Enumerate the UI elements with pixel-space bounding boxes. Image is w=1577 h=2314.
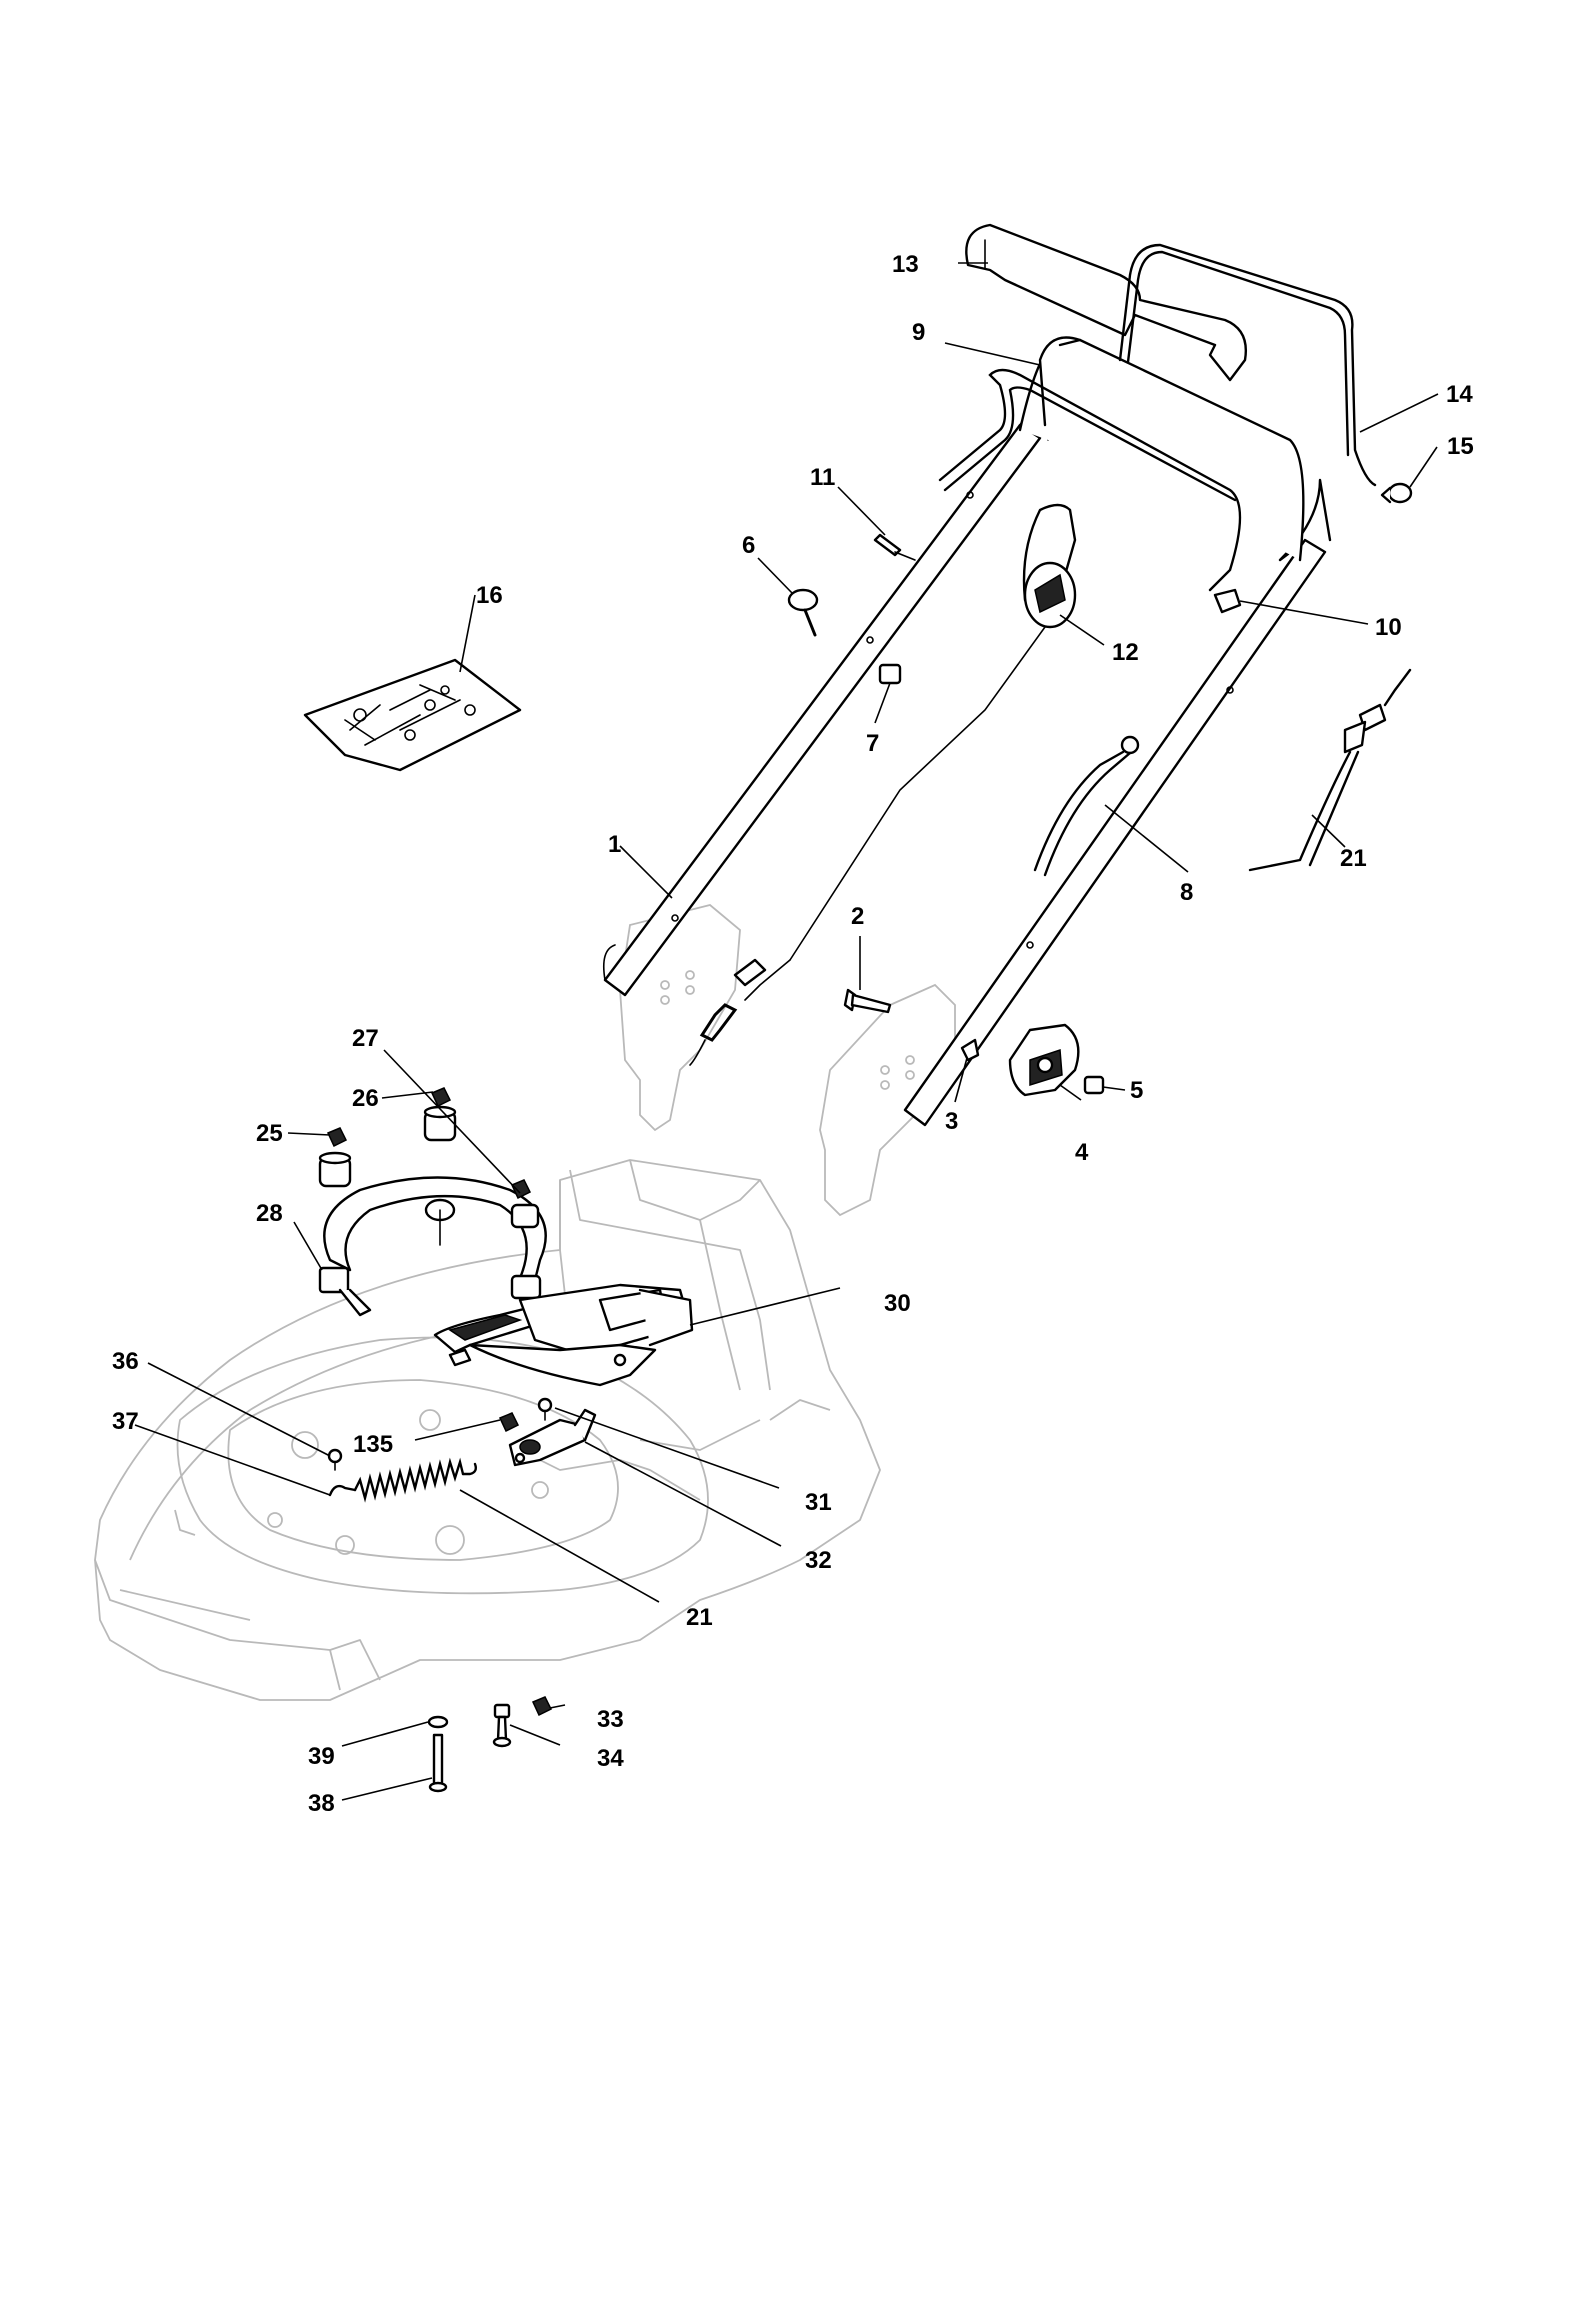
nut-33	[531, 1696, 553, 1717]
callout-13: 13	[892, 251, 919, 278]
callout-37: 37	[112, 1408, 139, 1435]
bail-wire	[938, 368, 1242, 592]
screw-36	[327, 1448, 343, 1471]
callout-14: 14	[1446, 381, 1473, 408]
spacer-27	[510, 1179, 540, 1229]
callout-38: 38	[308, 1790, 335, 1817]
screw-31	[537, 1397, 553, 1421]
callout-6: 6	[742, 532, 755, 559]
hardware-bag	[303, 658, 522, 772]
callout-9: 9	[912, 319, 925, 346]
callout-labels: 13 9 14 15 11 6 10 12 16 7 8 21 1 2 27 3…	[112, 251, 1474, 1817]
callout-15: 15	[1447, 433, 1474, 460]
knob-4	[1008, 1023, 1080, 1097]
callout-8: 8	[1180, 879, 1193, 906]
eyebolt-6	[787, 588, 819, 637]
cable-21-upper	[1248, 668, 1412, 872]
callout-25: 25	[256, 1120, 283, 1147]
knob-10	[1213, 588, 1242, 614]
cable-8	[1033, 735, 1140, 877]
callout-33: 33	[597, 1706, 624, 1733]
callout-12: 12	[1112, 639, 1139, 666]
leader-lines	[134, 262, 1439, 1801]
callout-28: 28	[256, 1200, 283, 1227]
screw-11	[873, 533, 916, 561]
bolt-38	[428, 1733, 448, 1793]
callout-30: 30	[884, 1290, 911, 1317]
handle-bracket-right-ghost	[819, 983, 956, 1217]
bail-loop	[1118, 243, 1377, 487]
lower-handle	[602, 412, 1327, 1127]
callout-21-upper: 21	[1340, 845, 1367, 872]
callout-2: 2	[851, 903, 864, 930]
callout-27: 27	[352, 1025, 379, 1052]
callout-36: 36	[112, 1348, 139, 1375]
callout-10: 10	[1375, 614, 1402, 641]
callout-4: 4	[1075, 1139, 1089, 1166]
nut-135	[498, 1412, 520, 1433]
callout-7: 7	[866, 730, 879, 757]
callout-5: 5	[1130, 1077, 1143, 1104]
callout-31: 31	[805, 1489, 832, 1516]
lever-cable	[689, 958, 791, 1066]
nut-5	[1083, 1075, 1105, 1095]
mower-deck-ghost	[94, 1159, 881, 1701]
bolt-2	[843, 988, 892, 1014]
callout-39: 39	[308, 1743, 335, 1770]
spacer-25	[326, 1127, 348, 1148]
washer-39	[427, 1715, 449, 1729]
callout-16: 16	[476, 582, 503, 609]
nut-7	[878, 663, 902, 685]
ring-28	[318, 1151, 547, 1317]
callout-11: 11	[810, 464, 835, 491]
callout-21-lower: 21	[686, 1604, 713, 1631]
callout-1: 1	[608, 831, 621, 858]
control-lever	[789, 503, 1077, 961]
spring-21-lower	[328, 1457, 478, 1503]
callout-135: 135	[353, 1431, 393, 1458]
callout-34: 34	[597, 1745, 624, 1772]
pin-34	[492, 1703, 512, 1748]
callout-32: 32	[805, 1547, 832, 1574]
flap-30	[433, 1283, 694, 1387]
spacer-26	[423, 1087, 457, 1142]
callout-26: 26	[352, 1085, 379, 1112]
callout-3: 3	[945, 1108, 958, 1135]
pin-3	[960, 1038, 980, 1062]
cap-15	[1380, 482, 1413, 504]
